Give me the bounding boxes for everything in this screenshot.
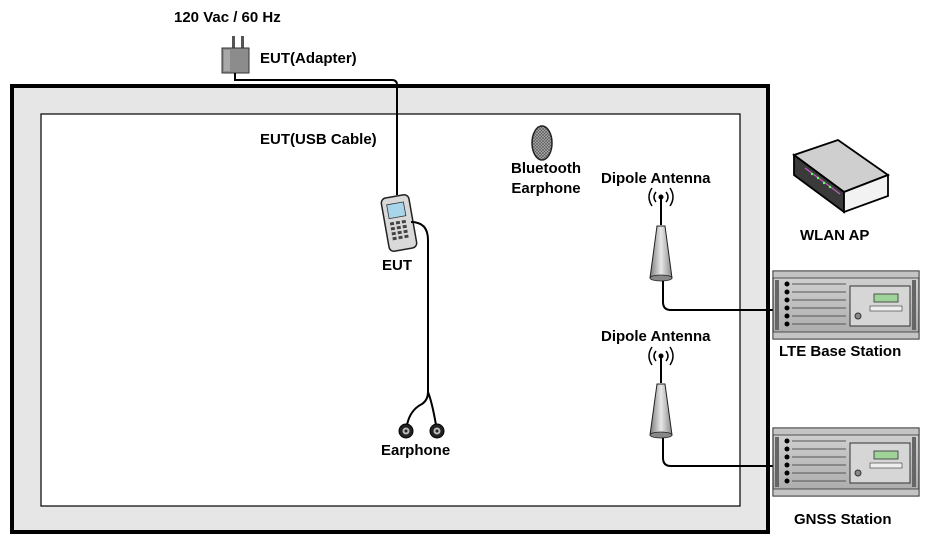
gnss-station-label: GNSS Station (794, 511, 892, 528)
mobile-phone-icon (380, 194, 418, 252)
bluetooth-earphone-label-line1: Bluetooth (511, 160, 581, 177)
dipole-antenna-2-label: Dipole Antenna (601, 328, 711, 345)
bluetooth-earphone-icon (531, 125, 553, 161)
base-station-icon (772, 270, 920, 340)
chamber-inner (40, 113, 741, 507)
usb-cable (234, 73, 398, 195)
earphone-icon (398, 423, 445, 439)
bluetooth-earphone-label-line2: Earphone (511, 180, 581, 197)
dipole-antenna-icon (648, 187, 674, 282)
dipole-antenna-1-label: Dipole Antenna (601, 170, 711, 187)
eut-label: EUT (382, 257, 412, 274)
dipole-antenna-icon (648, 346, 674, 439)
usb-cable-label: EUT(USB Cable) (260, 131, 377, 148)
base-station-icon (772, 427, 920, 497)
power-source-label: 120 Vac / 60 Hz (174, 9, 281, 26)
power-adapter-icon (221, 36, 250, 74)
lte-base-station-label: LTE Base Station (779, 343, 902, 360)
antenna-1-cable (662, 281, 790, 311)
adapter-label: EUT(Adapter) (260, 50, 357, 67)
earphone-label: Earphone (381, 442, 451, 459)
wlan-ap-label: WLAN AP (800, 227, 870, 244)
antenna-2-cable (662, 438, 790, 467)
earphone-cable (406, 221, 437, 426)
wlan-ap-icon (792, 139, 890, 214)
